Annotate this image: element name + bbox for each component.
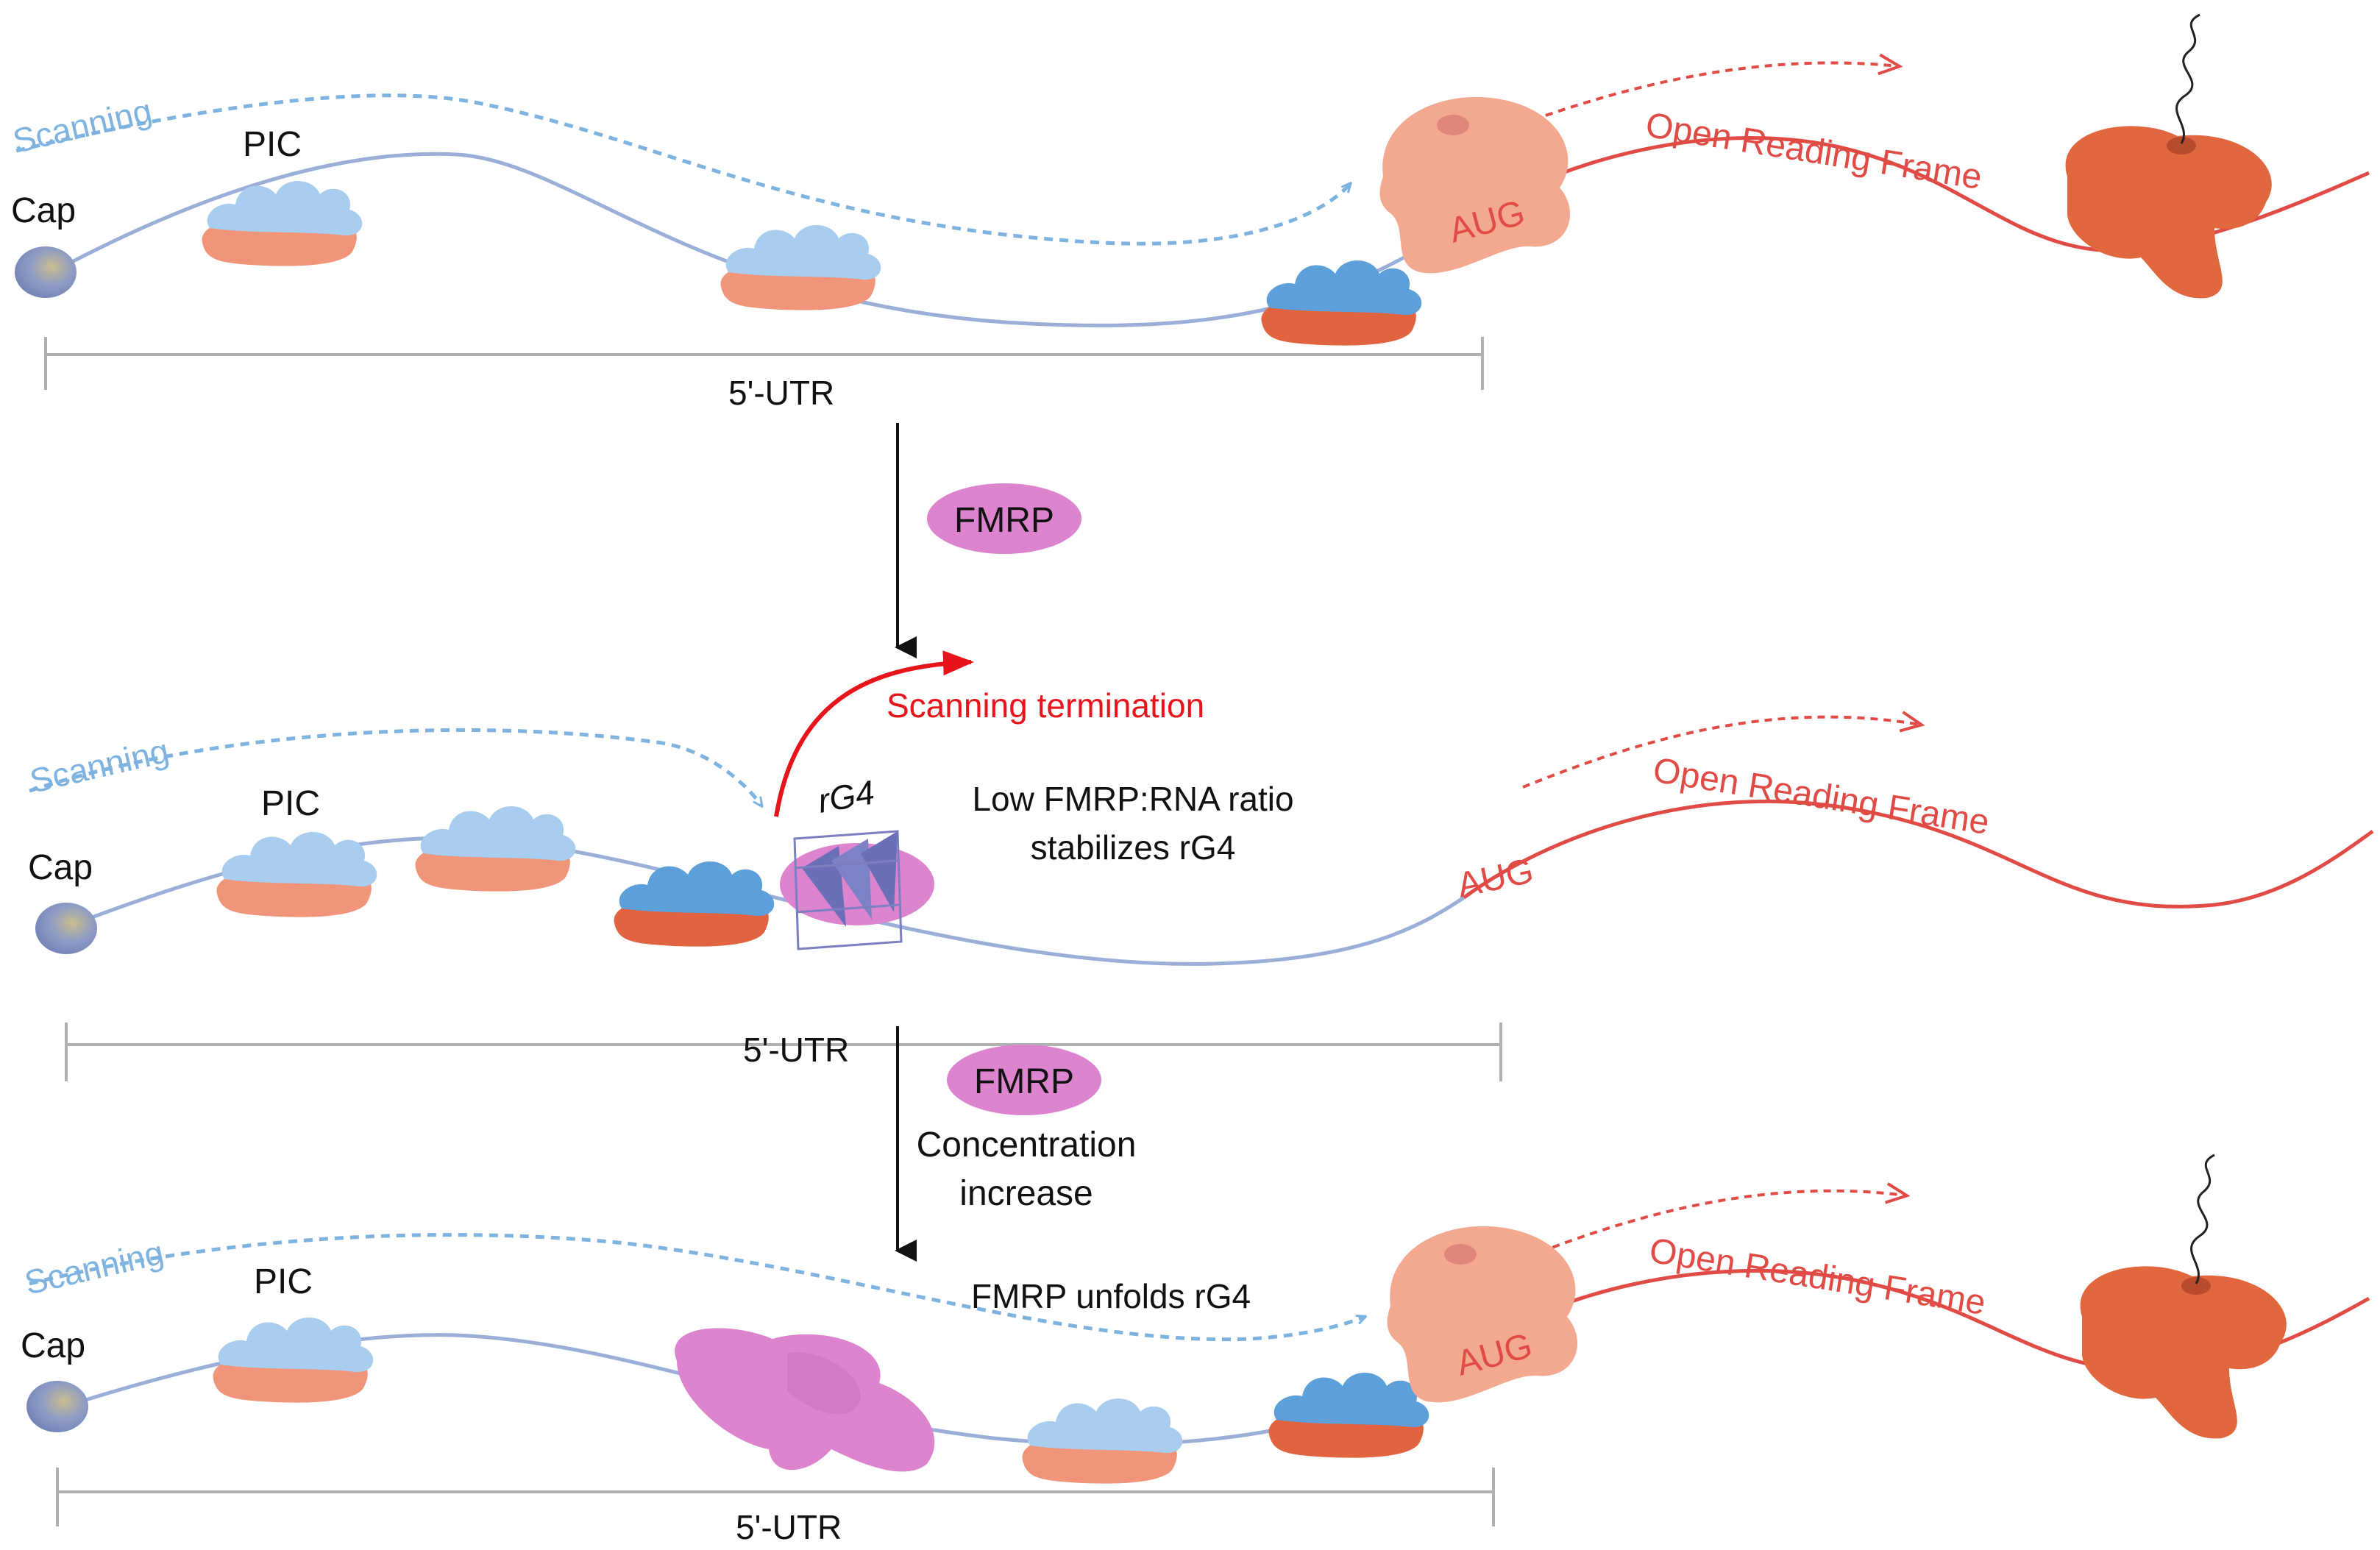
- orf-arrow: [1507, 63, 1898, 130]
- fmrp-label: FMRP: [954, 501, 1054, 540]
- ribosome-site-icon: [2167, 137, 2196, 154]
- cap-label: Cap: [21, 1326, 85, 1365]
- panel-2: Scanning PIC Cap AUG Open Reading Frame …: [26, 650, 2374, 1081]
- transition-note-line-2: increase: [959, 1174, 1093, 1213]
- pic-icon: [720, 225, 881, 310]
- transition-note-line-1: Concentration: [917, 1126, 1137, 1165]
- nascent-peptide-icon: [2190, 1153, 2215, 1284]
- cap-label: Cap: [28, 848, 93, 887]
- note-line-1: Low FMRP:RNA ratio: [972, 780, 1293, 818]
- transition-1: FMRP: [895, 423, 1081, 658]
- pic-icon: [415, 806, 576, 892]
- orf-arrow: [1515, 1191, 1905, 1263]
- utr-label: 5'-UTR: [743, 1031, 849, 1069]
- nascent-peptide-icon: [2175, 13, 2200, 144]
- utr-scale-bar: [56, 1468, 1495, 1526]
- ribosome-icon: [1387, 1226, 1578, 1403]
- ribosome-site-icon: [1437, 115, 1469, 135]
- ribosome-icon: [2065, 126, 2272, 299]
- orf-arrow: [1522, 717, 1920, 789]
- orf-mrna-line: [1463, 799, 2374, 909]
- termination-arrow: [774, 650, 974, 817]
- fmrp-icon: [947, 1045, 1101, 1115]
- utr-mrna-line: [44, 152, 1443, 327]
- aug-label: AUG: [1454, 851, 1537, 905]
- pic-icon: [1261, 260, 1422, 346]
- cap-icon: [15, 246, 77, 298]
- note: FMRP unfolds rG4: [971, 1277, 1251, 1315]
- ribosome-site-icon: [2181, 1277, 2211, 1295]
- pic-label: PIC: [243, 125, 302, 164]
- pic-icon: [1268, 1373, 1429, 1458]
- utr-label: 5'-UTR: [736, 1508, 842, 1546]
- utr-label: 5'-UTR: [728, 374, 834, 412]
- orf-label: Open Reading Frame: [1643, 106, 1984, 198]
- fmrp-label: FMRP: [974, 1062, 1074, 1101]
- utr-scale-bar: [44, 337, 1484, 390]
- rg4-icon: [793, 830, 903, 950]
- pic-icon: [614, 861, 775, 947]
- utr-scale-bar: [65, 1023, 1502, 1081]
- ribosome-icon: [2080, 1266, 2287, 1439]
- scanning-label: Scanning: [26, 731, 173, 800]
- termination-label: Scanning termination: [887, 686, 1204, 725]
- ribosome-site-icon: [1444, 1244, 1477, 1265]
- pic-icon: [1022, 1398, 1183, 1484]
- transition-2: FMRP Concentration increase: [895, 1026, 1137, 1262]
- scanning-label: Scanning: [10, 91, 156, 160]
- pic-label: PIC: [261, 784, 320, 823]
- scanning-arrow: [15, 93, 1350, 246]
- pic-icon: [213, 1318, 374, 1403]
- pic-icon: [216, 832, 377, 917]
- scanning-label: Scanning: [21, 1233, 168, 1302]
- pic-label: PIC: [254, 1262, 313, 1301]
- scanning-arrow: [29, 1233, 1365, 1342]
- ribosome-icon: [1379, 96, 1571, 274]
- panel-1: Scanning PIC Cap AUG Open Reading Frame …: [10, 13, 2370, 412]
- note-line-2: stabilizes rG4: [1031, 828, 1236, 867]
- panel-3: Scanning PIC Cap AUG Open Reading Frame …: [21, 1153, 2370, 1546]
- rg4-label: rG4: [815, 772, 878, 820]
- cap-label: Cap: [11, 191, 76, 230]
- cap-icon: [35, 903, 97, 954]
- orf-label: Open Reading Frame: [1647, 1231, 1988, 1323]
- scanning-arrow: [29, 728, 761, 806]
- fmrp-icon: [927, 483, 1081, 554]
- orf-label: Open Reading Frame: [1650, 751, 1992, 843]
- fmrp-icon: [675, 1328, 935, 1472]
- cap-icon: [26, 1381, 88, 1432]
